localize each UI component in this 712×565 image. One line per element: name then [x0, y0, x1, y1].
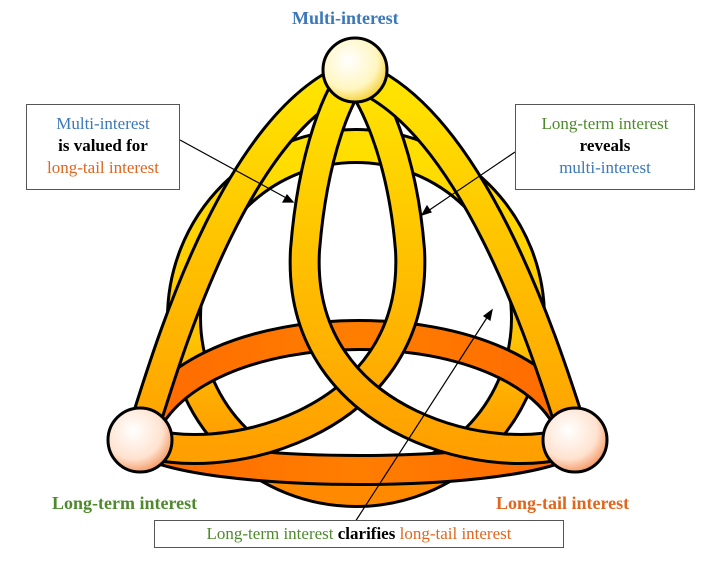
note-left-line-1: Multi-interest [56, 114, 150, 133]
multi-long-term-loop [120, 56, 427, 465]
note-long-term-clarifies-long-tail: Long-term interest clarifies long-tail i… [154, 520, 564, 548]
note-bottom-part-2: clarifies [337, 524, 396, 543]
note-left-line-3: long-tail interest [47, 158, 159, 177]
note-bottom-part-1: Long-term interest [206, 524, 334, 543]
multi-interest-node [321, 36, 389, 104]
multi-long-tail-loop [288, 56, 595, 465]
note-bottom-part-3: long-tail interest [399, 524, 512, 543]
right-note-arrow [420, 151, 516, 217]
long-term-interest-node [106, 406, 174, 474]
vertex-label-multi-interest: Multi-interest [292, 8, 399, 28]
bottom-note-arrow [354, 308, 493, 523]
note-long-term-reveals-multi: Long-term interest reveals multi-interes… [515, 104, 695, 190]
note-multi-valued-for-long-tail: Multi-interest is valued for long-tail i… [26, 104, 180, 190]
note-right-line-1: Long-term interest [541, 114, 669, 133]
long-tail-interest-node [541, 406, 609, 474]
note-left-line-2: is valued for [58, 136, 148, 155]
vertex-label-long-term-interest: Long-term interest [52, 493, 198, 513]
vertex-label-long-tail-interest: Long-tail interest [496, 493, 630, 513]
note-right-line-3: multi-interest [559, 158, 651, 177]
note-right-line-2: reveals [579, 136, 631, 155]
left-note-arrow [179, 139, 295, 203]
